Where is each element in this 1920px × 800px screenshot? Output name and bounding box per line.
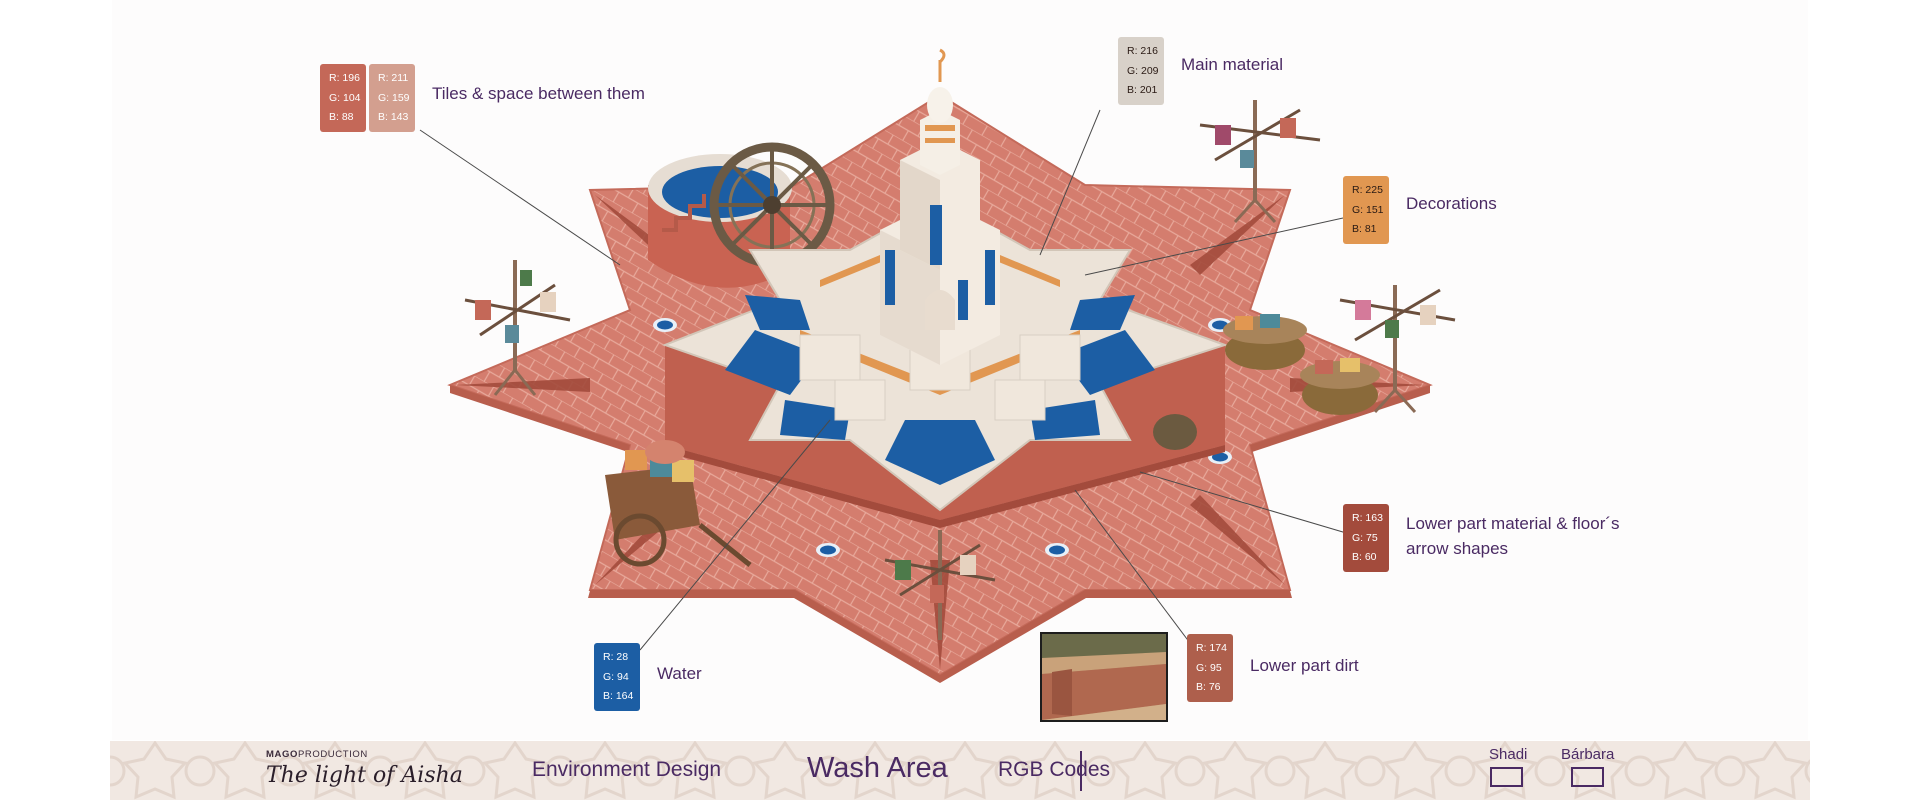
brand-title: The light of Aisha xyxy=(266,763,463,788)
leader-lines xyxy=(419,109,1354,651)
swatch-main-material: R: 216 G: 209 B: 201 xyxy=(1118,37,1164,105)
callout-label-line1: Lower part material & floor´s xyxy=(1406,514,1620,533)
clothes-rack-left xyxy=(464,260,571,396)
swatch-g: G: 159 xyxy=(378,91,410,104)
swatch-lower-part: R: 163 G: 75 B: 60 xyxy=(1343,504,1389,572)
callout-decorations: R: 225 G: 151 B: 81 Decorations xyxy=(1343,176,1497,244)
laundry-baskets xyxy=(1153,314,1380,450)
callout-tiles: R: 196 G: 104 B: 88 R: 211 G: 159 B: 143… xyxy=(320,64,645,132)
swatch-b: B: 201 xyxy=(1127,84,1158,97)
swatch-b: B: 76 xyxy=(1196,681,1221,694)
clothes-rack-top-right xyxy=(1199,100,1321,224)
swatch-b: B: 81 xyxy=(1352,223,1377,236)
swatch-b: B: 88 xyxy=(329,111,354,124)
swatch-r: R: 196 xyxy=(329,72,360,85)
callout-label: Lower part dirt xyxy=(1250,656,1359,675)
swatch-water: R: 28 G: 94 B: 164 xyxy=(594,643,640,711)
dirt-reference-photo xyxy=(1040,632,1168,722)
author-barbara: Bárbara xyxy=(1561,746,1615,763)
callout-water: R: 28 G: 94 B: 164 Water xyxy=(594,643,702,711)
callout-label: Main material xyxy=(1181,55,1284,74)
callout-label: Water xyxy=(657,664,702,683)
footer-bar: MAGOPRODUCTION The light of Aisha Enviro… xyxy=(110,741,1810,800)
callout-lower-part: R: 163 G: 75 B: 60 Lower part material &… xyxy=(1343,504,1620,572)
brand-company: MAGOPRODUCTION xyxy=(266,749,368,760)
footer-pattern xyxy=(110,741,1810,800)
swatch-b: B: 143 xyxy=(378,111,409,124)
swatch-r: R: 28 xyxy=(603,651,629,664)
author-shadi-checkbox[interactable] xyxy=(1490,767,1523,787)
page-title: Wash Area xyxy=(807,752,948,784)
swatch-r: R: 216 xyxy=(1127,45,1158,58)
clothes-rack-right xyxy=(1339,285,1456,414)
swatch-r: R: 163 xyxy=(1352,512,1383,525)
swatch-tiles: R: 196 G: 104 B: 88 xyxy=(320,64,366,132)
callout-label: Tiles & space between them xyxy=(432,84,645,103)
callout-label-line2: arrow shapes xyxy=(1406,539,1509,558)
callout-label: Lower part material & floor´s arrow shap… xyxy=(1406,511,1620,561)
author-barbara-checkbox[interactable] xyxy=(1571,767,1604,787)
swatch-b: B: 60 xyxy=(1352,551,1377,564)
swatch-g: G: 95 xyxy=(1196,661,1222,674)
author-shadi: Shadi xyxy=(1489,746,1528,763)
clothes-rack-bottom xyxy=(884,530,996,640)
central-tower xyxy=(880,48,1000,365)
swatch-r: R: 225 xyxy=(1352,184,1383,197)
swatch-g: G: 75 xyxy=(1352,531,1378,544)
swatch-g: G: 151 xyxy=(1352,203,1384,216)
swatch-g: G: 209 xyxy=(1127,64,1159,77)
swatch-g: G: 104 xyxy=(329,91,361,104)
callout-main-material: R: 216 G: 209 B: 201 Main material xyxy=(1118,37,1283,105)
water-wheel xyxy=(709,142,835,268)
swatch-tile-gaps: R: 211 G: 159 B: 143 xyxy=(369,64,415,132)
page-subtitle: RGB Codes xyxy=(998,758,1111,781)
brand-suffix: PRODUCTION xyxy=(297,749,368,760)
swatch-r: R: 174 xyxy=(1196,642,1227,655)
swatch-b: B: 164 xyxy=(603,690,634,703)
brand-prefix: MAGO xyxy=(266,749,298,760)
title-divider xyxy=(1080,751,1082,791)
swatch-g: G: 94 xyxy=(603,670,629,683)
drain-holes xyxy=(653,318,1232,557)
swatch-lower-dirt: R: 174 G: 95 B: 76 xyxy=(1187,634,1233,702)
callout-lower-dirt: R: 174 G: 95 B: 76 Lower part dirt xyxy=(1187,634,1359,702)
callout-label: Decorations xyxy=(1406,194,1497,213)
swatch-r: R: 211 xyxy=(378,72,409,85)
laundry-cart xyxy=(605,440,752,567)
section-label: Environment Design xyxy=(532,758,722,781)
swatch-decorations: R: 225 G: 151 B: 81 xyxy=(1343,176,1389,244)
